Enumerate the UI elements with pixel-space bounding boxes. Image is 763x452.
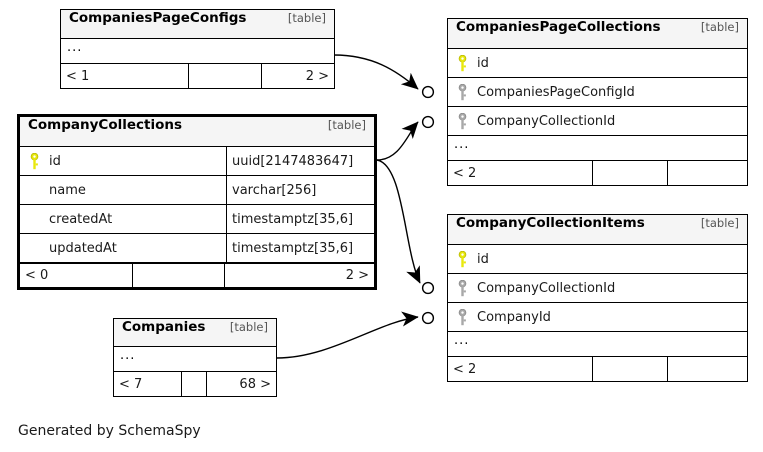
column-type: timestamptz[35,6] xyxy=(226,234,374,262)
footer-parent-count[interactable]: < 1 xyxy=(61,64,189,88)
foreign-key-icon xyxy=(454,83,471,101)
generated-by-caption: Generated by SchemaSpy xyxy=(18,423,201,439)
column-cell: id xyxy=(448,245,747,273)
column-name: updatedAt xyxy=(49,240,117,256)
table-companies-page-collections[interactable]: CompaniesPageCollections [table] id xyxy=(447,18,748,186)
table-header: CompaniesPageConfigs [table] xyxy=(61,10,334,39)
table-footer: < 7 68 > xyxy=(114,372,276,396)
table-row[interactable]: id uuid[2147483647] xyxy=(20,147,374,176)
column-type: timestamptz[35,6] xyxy=(226,205,374,233)
primary-key-icon xyxy=(26,152,43,170)
table-company-collection-items[interactable]: CompanyCollectionItems [table] id xyxy=(447,214,748,382)
table-title: CompanyCollections xyxy=(28,117,183,133)
footer-middle xyxy=(189,64,262,88)
foreign-key-icon xyxy=(454,308,471,326)
relationship-line-collections-to-pagecollections xyxy=(376,115,435,161)
table-row[interactable]: CompaniesPageConfigId xyxy=(448,78,747,107)
footer-child-count[interactable] xyxy=(668,161,747,185)
column-name: CompanyCollectionId xyxy=(477,280,616,296)
table-type-tag: [table] xyxy=(229,320,268,334)
footer-middle xyxy=(133,264,225,287)
table-row[interactable]: CompanyCollectionId xyxy=(448,107,747,136)
column-name: createdAt xyxy=(49,211,113,227)
columns-ellipsis: ... xyxy=(61,39,334,64)
table-title: Companies xyxy=(122,319,206,335)
column-name: CompanyCollectionId xyxy=(477,113,616,129)
column-cell: CompanyCollectionId xyxy=(448,274,747,302)
table-type-tag: [table] xyxy=(700,20,739,34)
footer-middle xyxy=(182,372,207,396)
footer-child-count[interactable] xyxy=(668,357,747,381)
table-footer: < 2 xyxy=(448,357,747,381)
table-type-tag: [table] xyxy=(287,11,326,25)
footer-parent-count[interactable]: < 2 xyxy=(448,357,593,381)
relationship-line-configs-to-pagecollections xyxy=(333,54,435,99)
foreign-key-icon xyxy=(454,112,471,130)
column-cell: id xyxy=(448,49,747,77)
table-header: CompanyCollections [table] xyxy=(20,117,374,147)
column-cell: CompanyCollectionId xyxy=(448,107,747,135)
table-row[interactable]: updatedAt timestamptz[35,6] xyxy=(20,234,374,263)
table-footer: < 1 2 > xyxy=(61,64,334,88)
table-row[interactable]: createdAt timestamptz[35,6] xyxy=(20,205,374,234)
table-header: CompaniesPageCollections [table] xyxy=(448,19,747,49)
column-name: id xyxy=(477,251,489,267)
table-company-collections[interactable]: CompanyCollections [table] id uuid[21474… xyxy=(17,114,377,290)
footer-middle xyxy=(593,357,668,381)
primary-key-icon xyxy=(454,250,471,268)
column-name: name xyxy=(49,182,86,198)
footer-middle xyxy=(593,161,668,185)
table-row[interactable]: id xyxy=(448,245,747,274)
table-companies[interactable]: Companies [table] ... < 7 68 > xyxy=(113,318,277,397)
footer-parent-count[interactable]: < 0 xyxy=(20,264,133,287)
column-cell: CompaniesPageConfigId xyxy=(448,78,747,106)
columns-ellipsis: ... xyxy=(448,136,747,161)
relationship-line-collections-to-items xyxy=(376,159,435,295)
column-cell: updatedAt xyxy=(20,234,226,262)
footer-parent-count[interactable]: < 2 xyxy=(448,161,593,185)
column-cell: CompanyId xyxy=(448,303,747,331)
table-header: CompanyCollectionItems [table] xyxy=(448,215,747,245)
relationship-line-companies-to-items xyxy=(276,311,435,359)
column-type: varchar[256] xyxy=(226,176,374,204)
table-companies-page-configs[interactable]: CompaniesPageConfigs [table] ... < 1 2 > xyxy=(60,9,335,89)
column-cell: id xyxy=(20,147,226,175)
table-title: CompaniesPageConfigs xyxy=(69,10,247,26)
table-type-tag: [table] xyxy=(327,118,366,132)
columns-ellipsis: ... xyxy=(448,332,747,357)
table-row[interactable]: CompanyCollectionId xyxy=(448,274,747,303)
column-name: id xyxy=(49,153,61,169)
table-header: Companies [table] xyxy=(114,319,276,347)
footer-parent-count[interactable]: < 7 xyxy=(114,372,182,396)
table-row[interactable]: name varchar[256] xyxy=(20,176,374,205)
column-name: id xyxy=(477,55,489,71)
table-footer: < 0 2 > xyxy=(20,263,374,287)
footer-child-count[interactable]: 68 > xyxy=(239,376,271,392)
table-row[interactable]: id xyxy=(448,49,747,78)
column-type: uuid[2147483647] xyxy=(226,147,374,175)
table-type-tag: [table] xyxy=(700,216,739,230)
footer-child-count[interactable]: 2 > xyxy=(305,68,329,84)
table-title: CompanyCollectionItems xyxy=(456,215,645,231)
column-name: CompaniesPageConfigId xyxy=(477,84,635,100)
foreign-key-icon xyxy=(454,279,471,297)
column-cell: name xyxy=(20,176,226,204)
columns-ellipsis: ... xyxy=(114,347,276,372)
table-row[interactable]: CompanyId xyxy=(448,303,747,332)
primary-key-icon xyxy=(454,54,471,72)
column-cell: createdAt xyxy=(20,205,226,233)
column-name: CompanyId xyxy=(477,309,551,325)
table-title: CompaniesPageCollections xyxy=(456,19,661,35)
table-footer: < 2 xyxy=(448,161,747,185)
footer-child-count[interactable]: 2 > xyxy=(345,268,369,283)
